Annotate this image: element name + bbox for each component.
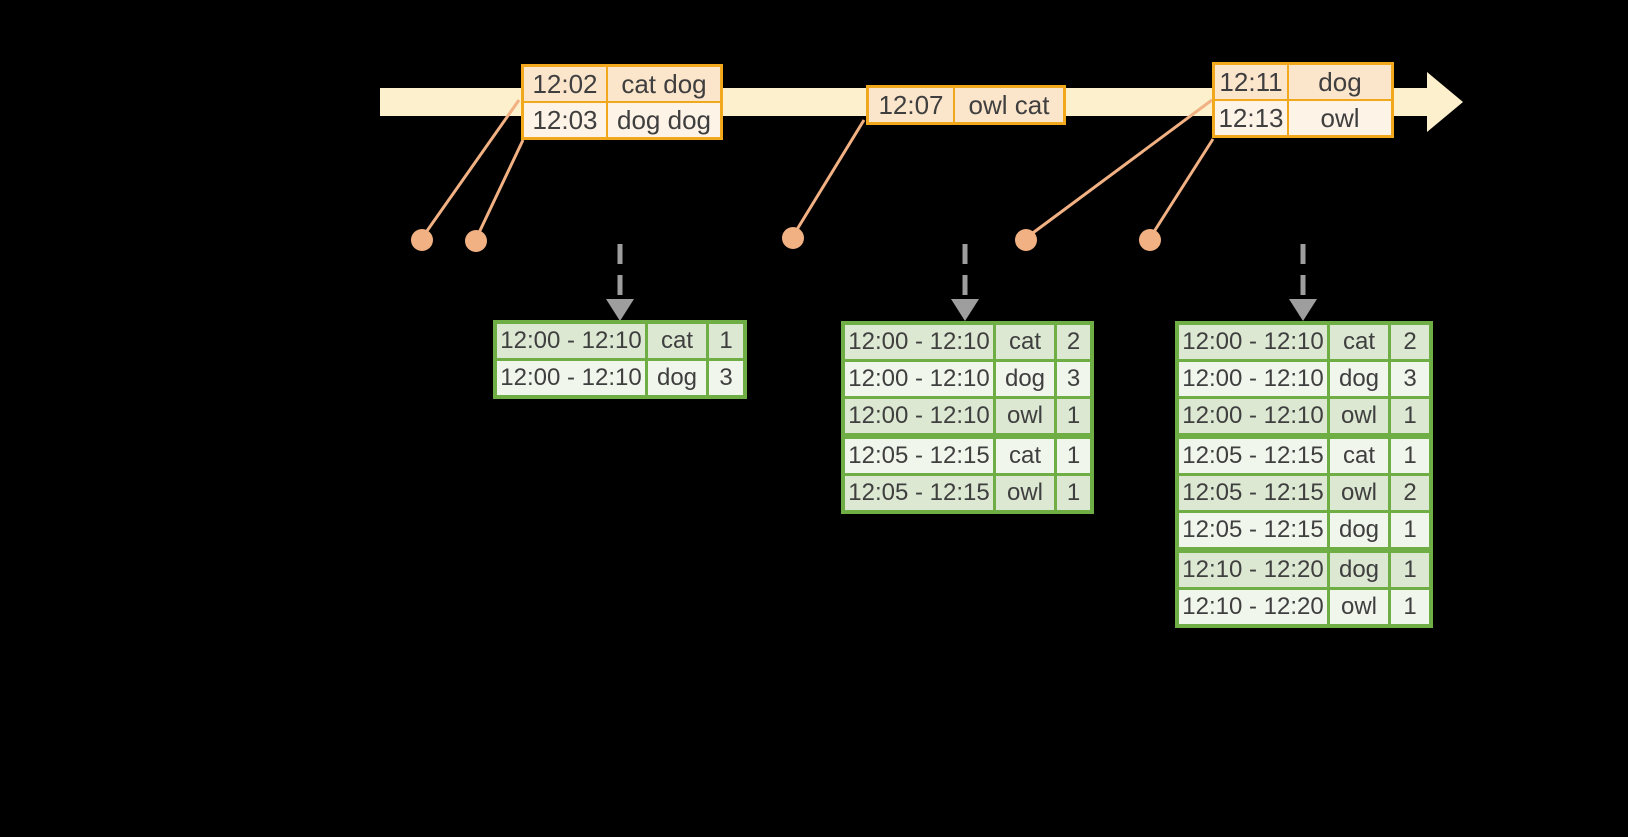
event-pointer-line [474,139,525,240]
table-row: 12:00 - 12:10 cat 2 [1179,325,1429,359]
word-cell: dog [1330,513,1388,547]
result-table-2: 12:00 - 12:10 cat 2 12:00 - 12:10 dog 3 … [841,321,1094,514]
event-words-cell: cat dog [608,67,720,101]
count-cell: 2 [1391,325,1429,359]
event-pointer-line [791,119,866,237]
window-cell: 12:10 - 12:20 [1179,590,1327,624]
table-row: 12:05 - 12:15 dog 1 [1179,513,1429,547]
event-table-2: 12:07 owl cat [866,85,1066,125]
event-dot-icon [411,229,433,251]
count-cell: 1 [1391,553,1429,587]
event-words-cell: dog dog [608,103,720,137]
table-row: 12:00 - 12:10 cat 2 [845,325,1090,359]
table-row: 12:00 - 12:10 owl 1 [1179,399,1429,433]
table-row: 12:00 - 12:10 cat 1 [497,324,743,358]
window-cell: 12:00 - 12:10 [497,361,645,395]
timeline-arrowhead-icon [1427,72,1463,132]
trigger-arrow-icon [606,244,634,321]
window-cell: 12:05 - 12:15 [845,476,993,510]
window-cell: 12:00 - 12:10 [1179,399,1327,433]
window-cell: 12:05 - 12:15 [1179,476,1327,510]
event-words-cell: owl [1289,101,1391,135]
table-row: 12:10 - 12:20 dog 1 [1179,553,1429,587]
event-table-3: 12:11 dog 12:13 owl [1212,62,1394,138]
window-cell: 12:05 - 12:15 [1179,513,1327,547]
event-time-cell: 12:11 [1215,65,1287,99]
count-cell: 1 [709,324,743,358]
word-cell: cat [1330,325,1388,359]
event-dot-icon [1139,229,1161,251]
window-cell: 12:00 - 12:10 [1179,325,1327,359]
table-row: 12:05 - 12:15 owl 2 [1179,476,1429,510]
window-cell: 12:00 - 12:10 [845,362,993,396]
count-cell: 1 [1391,399,1429,433]
event-table-1: 12:02 cat dog 12:03 dog dog [521,64,723,140]
count-cell: 3 [1391,362,1429,396]
window-cell: 12:00 - 12:10 [845,325,993,359]
window-cell: 12:00 - 12:10 [845,399,993,433]
count-cell: 1 [1057,399,1090,433]
table-row: 12:00 - 12:10 dog 3 [1179,362,1429,396]
event-time-cell: 12:03 [524,103,606,137]
count-cell: 3 [1057,362,1090,396]
word-cell: dog [1330,362,1388,396]
event-words-cell: owl cat [955,88,1063,122]
count-cell: 1 [1057,476,1090,510]
word-cell: dog [1330,553,1388,587]
count-cell: 1 [1391,590,1429,624]
window-cell: 12:05 - 12:15 [845,439,993,473]
word-cell: cat [996,325,1054,359]
table-row: 12:05 - 12:15 cat 1 [845,439,1090,473]
event-time-cell: 12:02 [524,67,606,101]
count-cell: 3 [709,361,743,395]
word-cell: cat [996,439,1054,473]
event-words-cell: dog [1289,65,1391,99]
event-dot-icon [1015,229,1037,251]
word-cell: dog [996,362,1054,396]
word-cell: owl [1330,476,1388,510]
table-row: 12:10 - 12:20 owl 1 [1179,590,1429,624]
trigger-arrow-icon [951,244,979,321]
count-cell: 1 [1391,513,1429,547]
word-cell: owl [1330,590,1388,624]
word-cell: dog [648,361,706,395]
event-pointer-line [1148,138,1215,239]
word-cell: owl [996,399,1054,433]
window-cell: 12:10 - 12:20 [1179,553,1327,587]
event-time-cell: 12:13 [1215,101,1287,135]
count-cell: 1 [1057,439,1090,473]
window-cell: 12:05 - 12:15 [1179,439,1327,473]
event-pointer-line [1025,98,1213,240]
result-table-3: 12:00 - 12:10 cat 2 12:00 - 12:10 dog 3 … [1175,321,1433,628]
window-cell: 12:00 - 12:10 [1179,362,1327,396]
result-table-1: 12:00 - 12:10 cat 1 12:00 - 12:10 dog 3 [493,320,747,399]
event-dot-icon [782,227,804,249]
count-cell: 1 [1391,439,1429,473]
window-cell: 12:00 - 12:10 [497,324,645,358]
word-cell: cat [1330,439,1388,473]
trigger-arrow-icon [1289,244,1317,321]
table-row: 12:00 - 12:10 dog 3 [845,362,1090,396]
event-dot-icon [465,230,487,252]
count-cell: 2 [1391,476,1429,510]
word-cell: owl [1330,399,1388,433]
table-row: 12:05 - 12:15 cat 1 [1179,439,1429,473]
event-pointer-line [420,99,521,239]
word-cell: cat [648,324,706,358]
event-time-cell: 12:07 [869,88,953,122]
count-cell: 2 [1057,325,1090,359]
table-row: 12:05 - 12:15 owl 1 [845,476,1090,510]
table-row: 12:00 - 12:10 dog 3 [497,361,743,395]
word-cell: owl [996,476,1054,510]
table-row: 12:00 - 12:10 owl 1 [845,399,1090,433]
